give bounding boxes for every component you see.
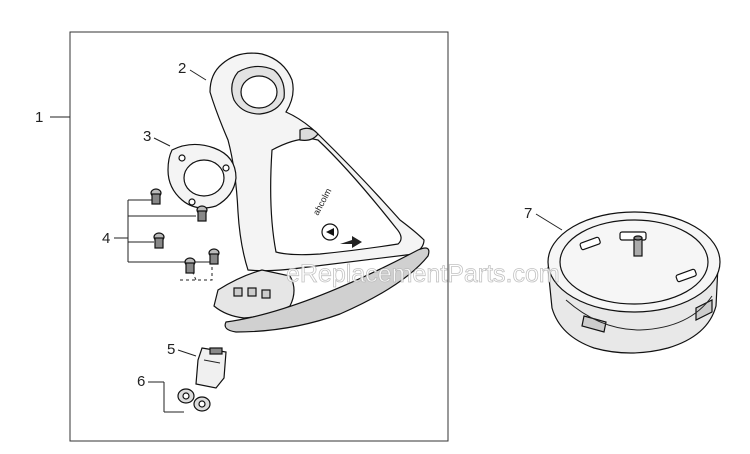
gasket-plate-icon[interactable] bbox=[167, 143, 237, 209]
leader-bracket-6 bbox=[148, 381, 184, 413]
callout-1[interactable]: 1 bbox=[35, 109, 43, 126]
assembly-frame bbox=[69, 31, 449, 442]
screw-icon[interactable] bbox=[150, 188, 220, 274]
guard-shield-icon[interactable]: ahcolm bbox=[180, 52, 430, 333]
watermark: eReplacementParts.com bbox=[286, 260, 560, 288]
leader-line-5 bbox=[177, 349, 197, 357]
leader-line-3 bbox=[153, 137, 171, 147]
leader-bracket-4 bbox=[114, 199, 210, 263]
callout-6[interactable]: 6 bbox=[137, 373, 145, 390]
callout-7[interactable]: 7 bbox=[524, 205, 532, 222]
trimmer-head-icon[interactable] bbox=[547, 211, 721, 354]
callout-3[interactable]: 3 bbox=[143, 128, 151, 145]
leader-line-7 bbox=[535, 213, 563, 231]
washer-icon[interactable] bbox=[177, 388, 211, 412]
bracket-icon[interactable] bbox=[195, 347, 227, 389]
callout-5[interactable]: 5 bbox=[167, 341, 175, 358]
callout-4[interactable]: 4 bbox=[102, 230, 110, 247]
leader-line-2 bbox=[189, 69, 207, 81]
callout-2[interactable]: 2 bbox=[178, 60, 186, 77]
